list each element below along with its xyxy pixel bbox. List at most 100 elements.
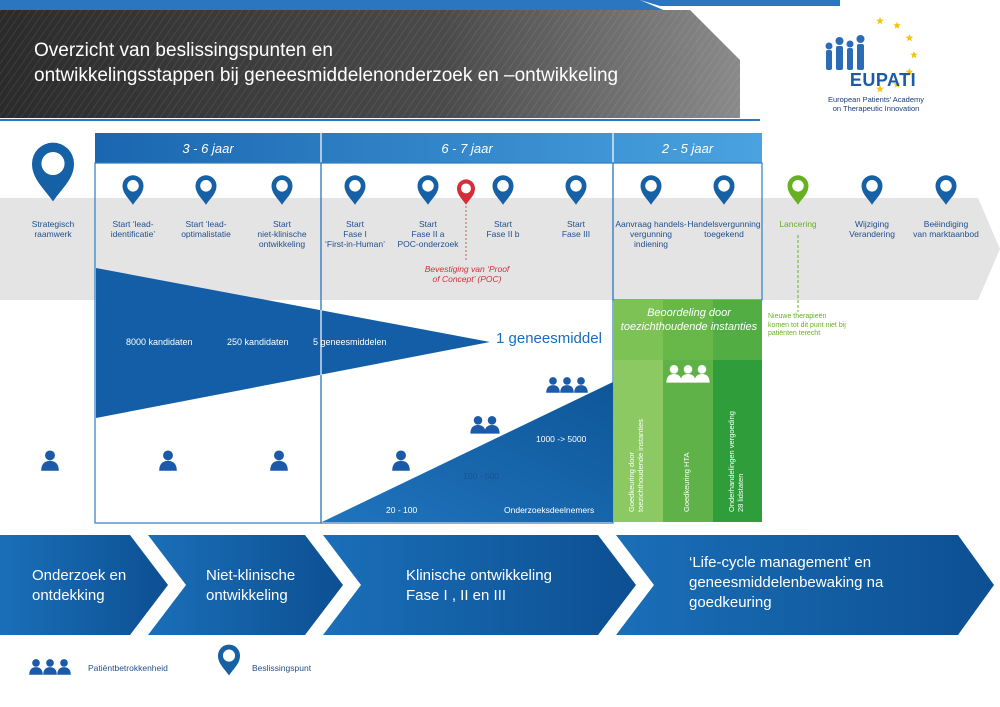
poc-confirmation-line-2: of Concept’ (POC)	[432, 274, 502, 284]
stage-arrow-1	[0, 535, 168, 635]
milestone-application: Aanvraag handels- vergunning indiening	[613, 219, 689, 249]
patient-icon-strategic	[41, 450, 59, 471]
stage-4-line-3: goedkeuring	[689, 594, 772, 611]
milestone-strategic-line-1: Strategisch	[31, 219, 75, 229]
legend-decision-icon	[218, 644, 240, 676]
milestone-end: Beëindiging van marktaanbod	[906, 219, 986, 239]
stage-1-label: Onderzoek en ontdekking	[32, 566, 126, 606]
milestone-band	[0, 198, 1000, 300]
milestone-change: Wijziging Verandering	[837, 219, 907, 239]
eu-star-icon	[876, 85, 884, 93]
milestone-change-line-2: Verandering	[849, 229, 895, 239]
milestone-phase1: Start Fase I ‘First-in-Human’	[320, 219, 390, 249]
milestone-launch-line-1: Lancering	[779, 219, 817, 229]
logo-people-icon	[825, 35, 865, 70]
milestone-nonclinical-line-1: Start	[273, 219, 291, 229]
milestone-phase2a-line-2: Fase II a	[411, 229, 445, 239]
review-title: Beoordeling door toezichthoudende instan…	[614, 306, 764, 334]
participants-label: Onderzoeksdeelnemers	[504, 505, 595, 515]
milestone-application-line-2: vergunning	[629, 229, 673, 239]
patient-group-icon-phase2	[470, 416, 500, 434]
candidate-funnel	[96, 268, 490, 418]
milestone-strategic: Strategisch raamwerk	[18, 219, 88, 239]
title-line-2: ontwikkelingsstappen bij geneesmiddeleno…	[34, 65, 619, 86]
stage-3-line-2: Fase I , II en III	[406, 587, 507, 604]
milestone-lead-opt: Start ‘lead- optimalistatie	[171, 219, 241, 239]
milestone-phase1-line-1: Start	[346, 219, 364, 229]
header-band	[0, 0, 840, 121]
milestone-lead-opt-line-1: Start ‘lead-	[185, 219, 227, 229]
logo-name: EUPATI	[849, 70, 917, 90]
funnel-label-1: 1 geneesmiddel	[496, 330, 602, 347]
milestone-nonclinical-line-2: niet-klinische	[257, 229, 307, 239]
participants-100-500: 100 - 500	[463, 471, 499, 481]
eu-star-icon	[876, 17, 884, 25]
milestone-end-line-1: Beëindiging	[923, 219, 969, 229]
phase-header-2: 6 - 7 jaar	[441, 141, 493, 156]
eu-star-icon	[905, 68, 914, 76]
milestone-license-line-2: toegekend	[704, 229, 744, 239]
page-title: Overzicht van beslissingspunten en ontwi…	[34, 38, 618, 88]
milestone-phase2a-line-3: POC-onderzoek	[397, 239, 459, 249]
stage-1-line-2: ontdekking	[32, 587, 105, 604]
milestone-lead-id: Start ‘lead- identificatie’	[98, 219, 168, 239]
phase-header-3: 2 - 5 jaar	[661, 141, 714, 156]
legend-decision-label: Beslissingspunt	[252, 663, 312, 673]
milestone-application-line-1: Aanvraag handels-	[615, 219, 687, 229]
eu-star-icon	[893, 21, 901, 29]
milestone-phase1-line-3: ‘First-in-Human’	[325, 239, 385, 249]
poc-confirmation-label: Bevestiging van ‘Proof of Concept’ (POC)	[410, 264, 524, 284]
milestone-lead-opt-line-2: optimalistatie	[181, 229, 231, 239]
milestone-phase2b-line-1: Start	[494, 219, 512, 229]
milestone-phase2a: Start Fase II a POC-onderzoek	[393, 219, 463, 249]
legend-patient-label: Patiëntbetrokkenheid	[88, 663, 168, 673]
participants-20-100: 20 - 100	[386, 505, 418, 515]
phase-header-1: 3 - 6 jaar	[182, 141, 234, 156]
review-col-2: Goedkeuring HTA	[682, 452, 691, 512]
legend-patient-icon	[29, 659, 71, 675]
funnel-label-8000: 8000 kandidaten	[126, 337, 193, 347]
funnel-label-5: 5 geneesmiddelen	[313, 337, 387, 347]
stage-4-label: ‘Life-cycle management’ en geneesmiddele…	[689, 553, 883, 613]
eu-stars	[876, 17, 918, 93]
launch-note: Nieuwe therapieën komen tot dit punt nie…	[768, 313, 846, 337]
milestone-strategic-line-2: raamwerk	[34, 229, 72, 239]
stage-4-line-2: geneesmiddelenbewaking na	[689, 574, 884, 591]
phase-header-bar	[95, 133, 762, 163]
stage-2-line-2: ontwikkeling	[206, 587, 288, 604]
eu-star-icon	[893, 80, 901, 88]
milestone-phase3-line-2: Fase III	[561, 229, 591, 239]
milestone-license: Handelsvergunning toegekend	[686, 219, 762, 239]
eu-star-icon	[910, 51, 918, 59]
poc-confirmation-line-1: Bevestiging van ‘Proof	[424, 264, 510, 274]
milestone-phase3-line-1: Start	[567, 219, 585, 229]
title-line-1: Overzicht van beslissingspunten en	[34, 40, 333, 61]
logo-subtitle: European Patients’ Academy on Therapeuti…	[796, 95, 956, 113]
review-title-line-1: Beoordeling door	[647, 307, 731, 319]
stage-2-line-1: Niet-klinische	[206, 567, 296, 584]
milestone-application-line-3: indiening	[633, 239, 669, 249]
milestone-end-line-2: van marktaanbod	[913, 229, 979, 239]
milestone-lead-id-line-1: Start ‘lead-	[112, 219, 154, 229]
review-title-line-2: toezichthoudende instanties	[620, 321, 758, 333]
patient-group-icon-phase3	[546, 377, 588, 393]
milestone-phase1-line-2: Fase I	[343, 229, 367, 239]
participants-1000-5000: 1000 -> 5000	[536, 434, 587, 444]
review-col-1: Goedkeuring door toezichthoudende instan…	[627, 419, 645, 512]
funnel-label-250: 250 kandidaten	[227, 337, 289, 347]
stage-2-label: Niet-klinische ontwikkeling	[206, 566, 295, 606]
patient-icon-phase1	[392, 450, 410, 471]
pin-strategic-icon	[32, 142, 74, 202]
milestone-nonclinical: Start niet-klinische ontwikkeling	[247, 219, 317, 249]
logo-subtitle-line-2: on Therapeutic Innovation	[832, 104, 920, 113]
milestone-phase3: Start Fase III	[541, 219, 611, 239]
milestone-change-line-1: Wijziging	[854, 219, 889, 229]
stage-3-line-1: Klinische ontwikkeling	[406, 567, 552, 584]
review-col-3: Onderhandelingen vergoeding 28 lidstaten	[727, 411, 745, 512]
stage-arrow-2	[148, 535, 343, 635]
milestone-launch: Lancering	[763, 219, 833, 229]
regulatory-review-block	[614, 300, 762, 522]
logo-subtitle-line-1: European Patients’ Academy	[827, 95, 925, 104]
milestone-lead-id-line-2: identificatie’	[110, 229, 156, 239]
